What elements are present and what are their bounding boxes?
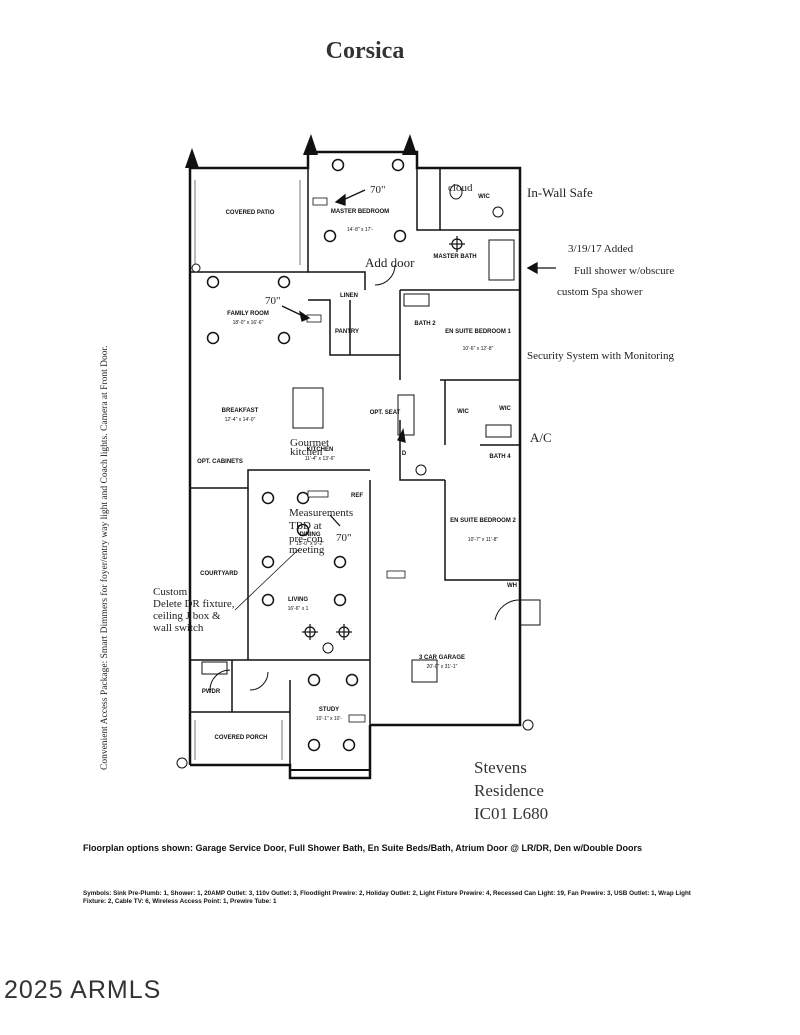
convenient-access-note: Convenient Access Package: Smart Dimmers… [100,345,110,771]
fixtures [201,184,515,778]
room-pwdr: PWDR [202,689,221,695]
copyright-notice: 2025 ARMLS [4,976,162,1004]
lot-code: IC01 L680 [474,804,549,823]
symbols-legend: Symbols: Sink Pre-Plumb: 1, Shower: 1, 2… [83,890,703,906]
custom-note-2: Delete DR fixture, [153,598,235,610]
label-d: D [402,451,407,457]
patio-posts [194,180,301,760]
dim-dining: 15'-0" x 9'-2" [296,541,324,547]
dim-en-suite-2: 10'-7" x 11'-8" [468,537,499,543]
room-family: FAMILY ROOM [227,311,269,317]
room-garage: 3 CAR GARAGE [419,655,465,661]
custom-note-1: Custom [153,586,188,598]
in-wall-safe-note: In-Wall Safe [527,185,593,200]
recessed-lights [206,158,407,752]
symbols-lead: Symbols: [83,890,112,897]
outlet-markers [176,206,534,769]
room-opt-seat: OPT. SEAT [370,410,401,416]
plan-annotations: 70" 70" 70" cloud In-Wall Safe Add door … [153,182,674,634]
measure-note-1: Measurements [289,507,353,519]
shower-note-2: Full shower w/obscure [574,265,674,277]
closet-note: cloud [448,182,473,194]
room-bath2: BATH 2 [414,321,436,327]
ac-note: A/C [530,430,552,445]
plan-title: Corsica [325,38,405,64]
room-wic: WIC [478,194,490,200]
label-wh: WH [507,583,517,589]
room-wic3: WIC [499,406,511,412]
add-door-note: Add door [365,255,415,270]
annotation-arrows [234,189,556,611]
room-bath4: BATH 4 [489,454,511,460]
room-study: STUDY [319,707,339,713]
room-living: LIVING [288,597,308,603]
residence-label: Residence [474,781,544,800]
dim-study: 10'-1" x 10'- [316,716,343,722]
tv-family-note: 70" [265,295,281,307]
room-covered-patio: COVERED PATIO [226,210,275,216]
room-covered-porch: COVERED PORCH [214,735,267,741]
room-kitchen: KITCHEN [307,447,334,453]
dim-kitchen: 11'-4" x 13'-6" [305,456,336,462]
roof-peaks [185,134,417,168]
door-swings [209,264,541,691]
room-breakfast: BREAKFAST [222,408,259,414]
fan-prewires [302,236,465,640]
dim-family: 18'-0" x 16'-6" [233,320,264,326]
residence-block: Stevens Residence IC01 L680 [474,756,548,825]
interior-walls [190,168,520,765]
room-linen: LINEN [340,293,358,299]
custom-note-3: ceiling J box & [153,610,221,622]
room-master-bath: MASTER BATH [433,254,476,260]
dim-master-bedroom: 14'-8" x 17'- [347,227,374,233]
measure-note-4: meeting [289,544,325,556]
shower-note-3: custom Spa shower [557,286,643,298]
gourmet-note-1: Gourmet [290,437,329,449]
measure-note-3: pre-con [289,533,323,545]
dim-breakfast: 12'-4" x 14'-0" [225,417,256,423]
room-en-suite-1: EN SUITE BEDROOM 1 [445,329,511,335]
options-text: Garage Service Door, Full Shower Bath, E… [195,843,643,853]
floorplan-options: Floorplan options shown: Garage Service … [83,842,703,854]
options-lead: Floorplan options shown: [83,843,193,853]
symbols-text: Sink Pre-Plumb: 1, Shower: 1, 20AMP Outl… [83,890,691,905]
room-opt-cabinets: OPT. CABINETS [197,459,243,465]
gourmet-note-2: kitchen [290,446,323,458]
shower-note-1: 3/19/17 Added [568,243,634,255]
security-note: Security System with Monitoring [527,350,674,362]
room-ref: REF [351,493,363,499]
tv-dining-note: 70" [336,532,352,544]
tv-master-note: 70" [370,184,386,196]
custom-note-4: wall switch [153,622,204,634]
dim-en-suite-1: 10'-6" x 12'-8" [463,346,494,352]
residence-name: Stevens [474,758,527,777]
dim-garage: 20'-0" x 31'-1" [427,664,458,670]
room-wic2: WIC [457,409,469,415]
room-pantry: PANTRY [335,329,359,335]
room-courtyard: COURTYARD [200,571,238,577]
measure-note-2: TBD at [289,520,322,532]
room-dining: DINING [300,532,321,538]
room-master-bedroom: MASTER BEDROOM [331,209,389,215]
room-labels: COVERED PATIO MASTER BEDROOM 14'-8" x 17… [197,194,517,741]
room-en-suite-2: EN SUITE BEDROOM 2 [450,518,516,524]
dim-living: 16'-6" x 1 [288,606,309,612]
